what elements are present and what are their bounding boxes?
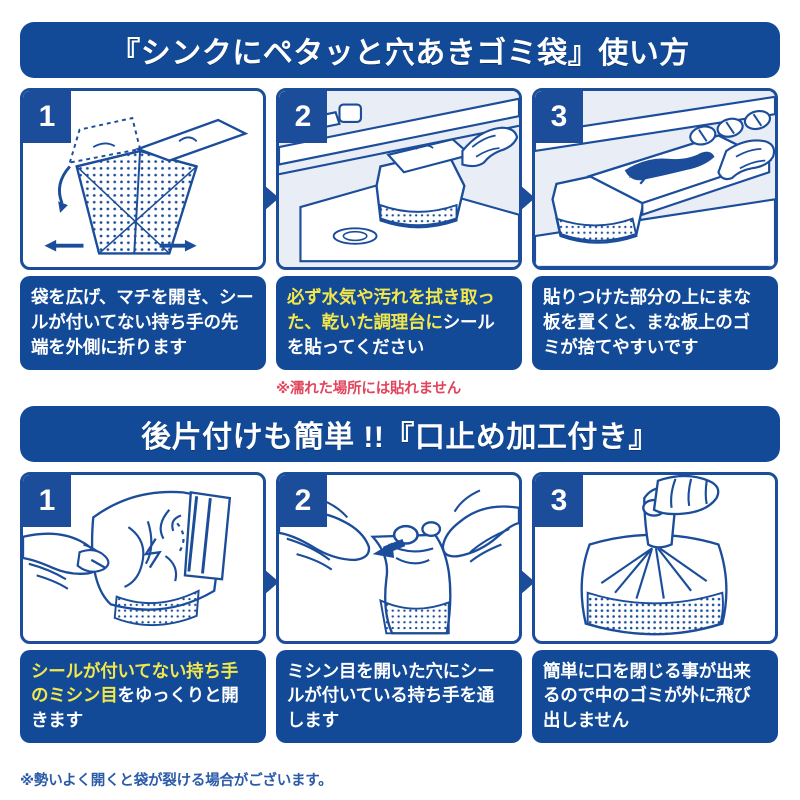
caption-highlight-text: シールが付いてない持ち手のミシン目: [31, 660, 239, 706]
step-number-badge: 1: [23, 91, 71, 143]
closed-tied-bag-illustration: [580, 474, 728, 635]
step-caption: ミシン目を開いた穴にシールが付いている持ち手を通します: [276, 649, 522, 744]
step-number-badge: 2: [279, 474, 327, 527]
cleanup-step-1: 1 シールが付いてない持ち手のミシン目をゆっくりと開きます: [20, 471, 279, 744]
flow-arrow-icon: [520, 568, 535, 595]
banner-title: 後片付けも簡単 !!『口止め加工付き』: [141, 420, 659, 454]
caption-text: 貼りつけた部分の上にまな板を置くと、まな板上のゴミが捨てやすいです: [543, 287, 751, 357]
threading-handle-illustration: [279, 489, 519, 634]
cutting-board-illustration: [535, 91, 775, 267]
caption-text: シールを貼ってください: [287, 311, 495, 357]
section-banner-usage: 『シンクにペタッと穴あきゴミ袋』使い方: [20, 22, 780, 78]
illustration-panel-closed-bag: 3: [532, 471, 778, 644]
footnote-container: ※勢いよく開くと袋が裂ける場合がございます。: [20, 772, 350, 792]
flow-arrow-icon: [264, 185, 279, 211]
bag-opened-illustration: [44, 116, 249, 255]
caption-text: をゆっくりと開きます: [31, 685, 239, 731]
step-caption: 簡単に口を閉じる事が出来るので中のゴミが外に飛び出しません: [532, 649, 778, 744]
step-caption: 必ず水気や汚れを拭き取った、乾いた調理台にシールを貼ってください: [276, 276, 522, 370]
caption-text: 袋を広げ、マチを開き、シールが付いてない持ち手の先端を外側に折ります: [31, 287, 254, 357]
flow-arrow-icon: [264, 568, 279, 595]
step-caption: 貼りつけた部分の上にまな板を置くと、まな板上のゴミが捨てやすいです: [532, 276, 778, 370]
step-number-badge: 2: [279, 91, 327, 143]
flow-arrow-icon: [520, 185, 535, 211]
usage-step-2: 2 必ず水気や汚れを拭き取った、乾いた調理台にシールを貼ってください ※濡れた場…: [276, 88, 535, 398]
illustration-panel-threading: 2: [276, 471, 522, 644]
banner-title: 『シンクにペタッと穴あきゴミ袋』使い方: [110, 37, 690, 70]
step-caption: シールが付いてない持ち手のミシン目をゆっくりと開きます: [20, 649, 266, 744]
caption-text: ミシン目を開いた穴にシールが付いている持ち手を通します: [287, 660, 495, 731]
usage-step-3: 3 貼りつけた部分の上にまな板を置くと、まな板上のゴミが捨てやすいです: [532, 88, 778, 398]
illustration-panel-bag-opened: 1: [20, 88, 266, 270]
cleanup-step-3: 3 簡単に口を閉じる事が出来るので中のゴミが外に飛び出しません: [532, 471, 778, 744]
section-banner-cleanup: 後片付けも簡単 !!『口止め加工付き』: [20, 405, 780, 462]
step-number-badge: 3: [535, 91, 583, 143]
step-number-badge: 3: [535, 474, 583, 527]
caption-highlight-text: 必ず水気や汚れを拭き取った、乾いた調理台に: [287, 287, 495, 332]
usage-steps-row: 1 袋を広げ、マチを開き、シールが付いてない持ち手の先端を外側に折ります: [20, 88, 780, 398]
illustration-panel-sink-counter: 2: [276, 88, 522, 270]
cleanup-step-2: 2 ミシン目を開いた穴にシールが付いている持ち手を通します: [276, 471, 535, 744]
step-number-badge: 1: [23, 474, 71, 527]
footnote-tear-warning: ※勢いよく開くと袋が裂ける場合がございます。: [20, 773, 333, 790]
usage-step-1: 1 袋を広げ、マチを開き、シールが付いてない持ち手の先端を外側に折ります: [20, 88, 279, 398]
step-caption: 袋を広げ、マチを開き、シールが付いてない持ち手の先端を外側に折ります: [20, 276, 266, 370]
warning-note-wet-surface: ※濡れた場所には貼れません: [276, 380, 462, 397]
tearing-perforation-illustration: [23, 490, 232, 626]
cleanup-steps-row: 1 シールが付いてない持ち手のミシン目をゆっくりと開きます: [20, 471, 780, 744]
illustration-panel-tearing: 1: [20, 471, 266, 644]
caption-text: 簡単に口を閉じる事が出来るので中のゴミが外に飛び出しません: [543, 660, 751, 731]
illustration-panel-cutting-board: 3: [532, 88, 778, 270]
